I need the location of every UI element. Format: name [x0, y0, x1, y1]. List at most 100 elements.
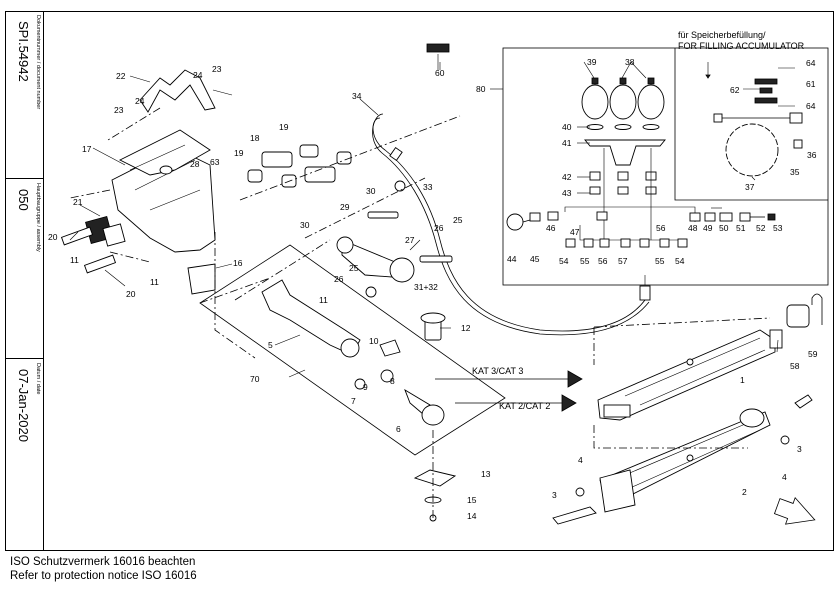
part-label: 31+32	[414, 282, 438, 292]
part-label: 35	[790, 167, 800, 177]
part-label: 4	[578, 455, 583, 465]
part-label: 9	[363, 382, 368, 392]
part-label: 51	[736, 223, 746, 233]
part-label: 38	[625, 57, 635, 67]
part-label: 48	[688, 223, 698, 233]
part-label: 20	[48, 232, 58, 242]
part-label: 3	[797, 444, 802, 454]
part-label: 15	[467, 495, 477, 505]
part-label: 14	[467, 511, 477, 521]
part-label: 30	[366, 186, 376, 196]
part-label: 13	[481, 469, 491, 479]
part-label: 56	[656, 223, 666, 233]
kit-fittings	[506, 206, 776, 248]
part-label: 59	[808, 349, 818, 359]
part-label: 62	[730, 85, 740, 95]
part-label: 19	[279, 122, 289, 132]
filling-kit	[705, 62, 803, 177]
part-label: 34	[352, 91, 362, 101]
part-label: 55	[580, 256, 590, 266]
direction-arrow-icon	[773, 497, 816, 525]
cylinder-assembly-box	[199, 244, 506, 456]
title-block: Dokumentnummer / document number SPI.549…	[5, 11, 44, 551]
hydraulic-kit-box	[490, 47, 829, 286]
drawing-frame	[5, 11, 834, 551]
part-label: 4	[782, 472, 787, 482]
part-label: 57	[618, 256, 628, 266]
part-label: 56	[598, 256, 608, 266]
part-label: 27	[405, 235, 415, 245]
leader-lines	[69, 61, 779, 378]
doc-number-cell: Dokumentnummer / document number SPI.549…	[5, 11, 43, 179]
hydraulic-cylinder-small	[261, 279, 457, 522]
part-label: 19	[234, 148, 244, 158]
part-label: 24	[193, 70, 203, 80]
part-label: 41	[562, 138, 572, 148]
part-label: 12	[461, 323, 471, 333]
part-label: 21	[73, 197, 83, 207]
part-label: 64	[806, 101, 816, 111]
part-label: 6	[396, 424, 401, 434]
part-label: 11	[70, 255, 79, 265]
part-label: 37	[745, 182, 755, 192]
part-label: 20	[126, 289, 136, 299]
part-label: 54	[675, 256, 685, 266]
part-label: 23	[212, 64, 222, 74]
part-label: 49	[703, 223, 713, 233]
part-label: 43	[562, 188, 572, 198]
part-label: 11	[319, 295, 328, 305]
part-label: 40	[562, 122, 572, 132]
part-label: 58	[790, 361, 800, 371]
part-label: 45	[530, 254, 540, 264]
part-label: 17	[82, 144, 92, 154]
part-label: 53	[773, 223, 783, 233]
part-label: 55	[655, 256, 665, 266]
part-label: 39	[587, 57, 597, 67]
part-label: 50	[719, 223, 729, 233]
part-number-labels: 1 2 3 3 4 4 5 6 7 8 9 10 11 11 11 12 13 …	[48, 57, 818, 521]
part-label: 80	[476, 84, 486, 94]
part-label: 25	[349, 263, 359, 273]
part-label: 42	[562, 172, 572, 182]
accumulator-note-en: FOR FILLING ACCUMULATOR	[678, 41, 805, 51]
part-label: 7	[351, 396, 356, 406]
part-label: 30	[300, 220, 310, 230]
part-label: 60	[435, 68, 445, 78]
part-label: 10	[369, 336, 379, 346]
part-label: 1	[740, 375, 745, 385]
part-label: 26	[334, 274, 344, 284]
bushings-and-pins	[247, 144, 453, 298]
part-label: 5	[268, 340, 273, 350]
part-label: 2	[742, 487, 747, 497]
part-label: 16	[233, 258, 243, 268]
part-label: 47	[570, 227, 580, 237]
part-label: 11	[150, 277, 159, 287]
part-label: 8	[390, 376, 395, 386]
part-label: 46	[546, 223, 556, 233]
part-label: 18	[250, 133, 260, 143]
part-label: 70	[250, 374, 260, 384]
cat2-label: KAT 2/CAT 2	[499, 401, 550, 411]
center-lines	[69, 107, 771, 520]
part-label: 23	[114, 105, 124, 115]
part-label: 63	[210, 157, 220, 167]
protection-notice: ISO Schutzvermerk 16016 beachten Refer t…	[10, 555, 197, 583]
accumulator-note-de: für Speicherbefüllung/	[678, 30, 766, 40]
assembly-cell: Hauptbaugruppe / assembly 050	[5, 179, 43, 359]
part-label: 29	[340, 202, 350, 212]
part-label: 61	[806, 79, 816, 89]
part-label: 36	[807, 150, 817, 160]
category-arrows	[435, 370, 583, 412]
lift-cylinder-cat3	[597, 293, 823, 421]
part-label: 64	[806, 58, 816, 68]
part-label: 3	[552, 490, 557, 500]
part-label: 25	[453, 215, 463, 225]
part-label: 54	[559, 256, 569, 266]
cat3-label: KAT 3/CAT 3	[472, 366, 523, 376]
part-label: 44	[507, 254, 517, 264]
part-label: 52	[756, 223, 766, 233]
accumulator-group	[581, 77, 666, 240]
notice-line-de: ISO Schutzvermerk 16016 beachten	[10, 556, 196, 568]
part-label: 22	[116, 71, 126, 81]
